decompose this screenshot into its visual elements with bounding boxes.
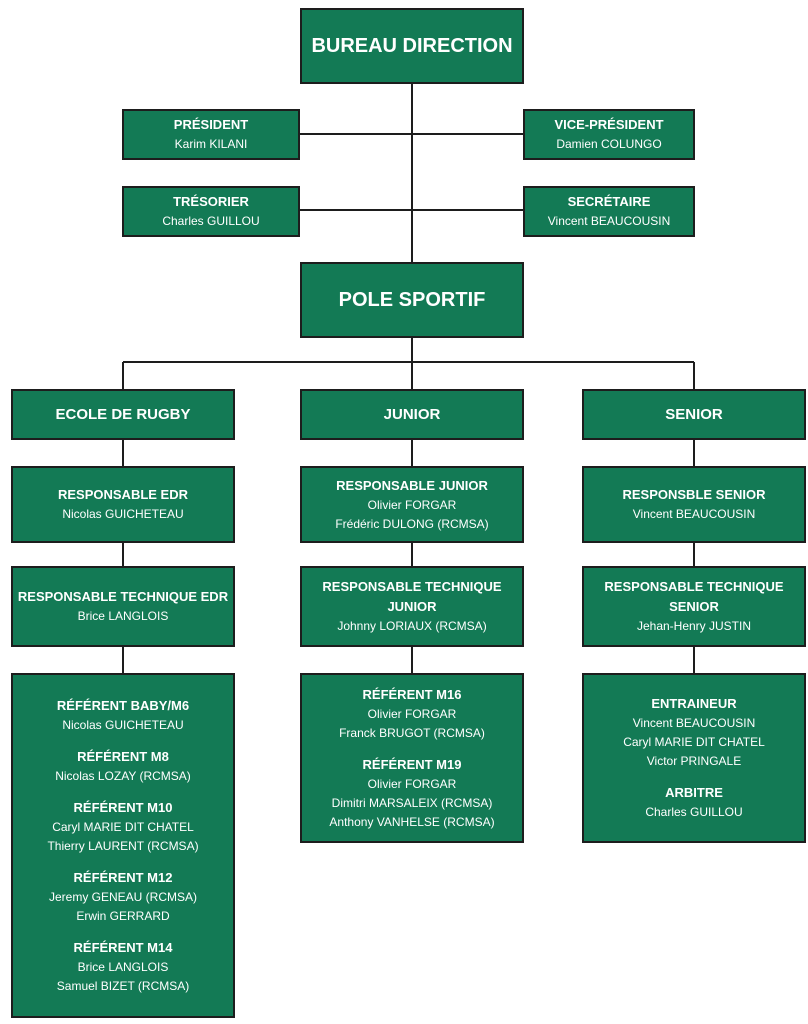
staff-senior-box: ENTRAINEUR Vincent BEAUCOUSIN Caryl MARI… xyxy=(582,673,806,843)
tresorier-box: TRÉSORIER Charles GUILLOU xyxy=(122,186,300,237)
bureau-title: BUREAU DIRECTION xyxy=(311,34,513,57)
referents-edr-box: RÉFÉRENT BABY/M6 Nicolas GUICHETEAU RÉFÉ… xyxy=(11,673,235,1018)
president-box: PRÉSIDENT Karim KILANI xyxy=(122,109,300,160)
responsable-edr-name: Nicolas GUICHETEAU xyxy=(62,507,184,521)
technique-senior-title: RESPONSABLE TECHNIQUE SENIOR xyxy=(604,579,784,614)
secretaire-name: Vincent BEAUCOUSIN xyxy=(547,214,671,228)
technique-senior-box: RESPONSABLE TECHNIQUE SENIOR Jehan-Henry… xyxy=(582,566,806,647)
responsable-junior-title: RESPONSABLE JUNIOR xyxy=(336,477,488,493)
referent-name: Caryl MARIE DIT CHATEL xyxy=(52,819,194,834)
responsable-junior-name: Olivier FORGAR xyxy=(367,497,457,512)
responsable-junior-box: RESPONSABLE JUNIOR Olivier FORGAR Frédér… xyxy=(300,466,524,543)
referent-name: Dimitri MARSALEIX (RCMSA) xyxy=(331,795,493,810)
arbitre-name: Charles GUILLOU xyxy=(645,805,743,819)
technique-senior-name: Jehan-Henry JUSTIN xyxy=(636,619,752,633)
junior-title: JUNIOR xyxy=(383,406,441,423)
responsable-edr-title: RESPONSABLE EDR xyxy=(57,487,189,502)
vice-president-title: VICE-PRÉSIDENT xyxy=(554,117,664,132)
responsable-senior-title: RESPONSBLE SENIOR xyxy=(622,487,766,502)
pole-sportif-box: POLE SPORTIF xyxy=(300,262,524,338)
responsable-edr-box: RESPONSABLE EDR Nicolas GUICHETEAU xyxy=(11,466,235,543)
referent-name: Anthony VANHELSE (RCMSA) xyxy=(329,814,495,829)
referent-name: Nicolas GUICHETEAU xyxy=(62,717,184,732)
referent-name: Thierry LAURENT (RCMSA) xyxy=(47,838,199,853)
referent-name: Olivier FORGAR xyxy=(367,706,457,721)
technique-edr-box: RESPONSABLE TECHNIQUE EDR Brice LANGLOIS xyxy=(11,566,235,647)
technique-edr-name: Brice LANGLOIS xyxy=(77,609,169,623)
referent-title: RÉFÉRENT M12 xyxy=(73,869,173,885)
ecole-de-rugby-box: ECOLE DE RUGBY xyxy=(11,389,235,440)
arbitre-title: ARBITRE xyxy=(665,785,723,800)
vice-president-name: Damien COLUNGO xyxy=(556,137,662,151)
senior-box: SENIOR xyxy=(582,389,806,440)
referent-title: RÉFÉRENT M8 xyxy=(77,748,169,764)
referent-name: Olivier FORGAR xyxy=(367,776,457,791)
referent-name: Franck BRUGOT (RCMSA) xyxy=(339,725,485,740)
junior-box: JUNIOR xyxy=(300,389,524,440)
edr-title: ECOLE DE RUGBY xyxy=(55,406,191,423)
president-title: PRÉSIDENT xyxy=(173,117,249,132)
referent-title: RÉFÉRENT M19 xyxy=(362,756,462,772)
technique-junior-name: Johnny LORIAUX (RCMSA) xyxy=(337,619,487,633)
pole-title: POLE SPORTIF xyxy=(338,288,486,311)
referent-name: Jeremy GENEAU (RCMSA) xyxy=(48,889,197,904)
responsable-junior-name: Frédéric DULONG (RCMSA) xyxy=(335,516,489,531)
responsable-senior-name: Vincent BEAUCOUSIN xyxy=(632,507,756,521)
entraineur-name: Vincent BEAUCOUSIN xyxy=(632,716,756,730)
referent-name: Samuel BIZET (RCMSA) xyxy=(56,978,190,993)
tresorier-title: TRÉSORIER xyxy=(173,194,249,209)
vice-president-box: VICE-PRÉSIDENT Damien COLUNGO xyxy=(523,109,695,160)
responsable-senior-box: RESPONSBLE SENIOR Vincent BEAUCOUSIN xyxy=(582,466,806,543)
entraineur-title: ENTRAINEUR xyxy=(651,696,737,711)
referent-name: Brice LANGLOIS xyxy=(77,959,169,974)
technique-junior-box: RESPONSABLE TECHNIQUE JUNIOR Johnny LORI… xyxy=(300,566,524,647)
president-name: Karim KILANI xyxy=(174,137,248,151)
secretaire-title: SECRÉTAIRE xyxy=(567,194,651,209)
referent-name: Nicolas LOZAY (RCMSA) xyxy=(55,768,191,783)
referent-title: RÉFÉRENT M10 xyxy=(73,799,173,815)
entraineur-name: Caryl MARIE DIT CHATEL xyxy=(623,735,765,749)
referent-title: RÉFÉRENT M16 xyxy=(362,686,462,702)
tresorier-name: Charles GUILLOU xyxy=(162,214,260,228)
referent-title: RÉFÉRENT M14 xyxy=(73,939,173,955)
bureau-direction-box: BUREAU DIRECTION xyxy=(300,8,524,84)
referents-junior-box: RÉFÉRENT M16 Olivier FORGAR Franck BRUGO… xyxy=(300,673,524,843)
referent-name: Erwin GERRARD xyxy=(76,908,170,923)
senior-title: SENIOR xyxy=(665,406,723,423)
secretaire-box: SECRÉTAIRE Vincent BEAUCOUSIN xyxy=(523,186,695,237)
entraineur-name: Victor PRINGALE xyxy=(646,754,742,768)
referent-title: RÉFÉRENT BABY/M6 xyxy=(56,697,190,713)
technique-edr-title: RESPONSABLE TECHNIQUE EDR xyxy=(17,589,229,604)
technique-junior-title: RESPONSABLE TECHNIQUE JUNIOR xyxy=(322,579,502,614)
